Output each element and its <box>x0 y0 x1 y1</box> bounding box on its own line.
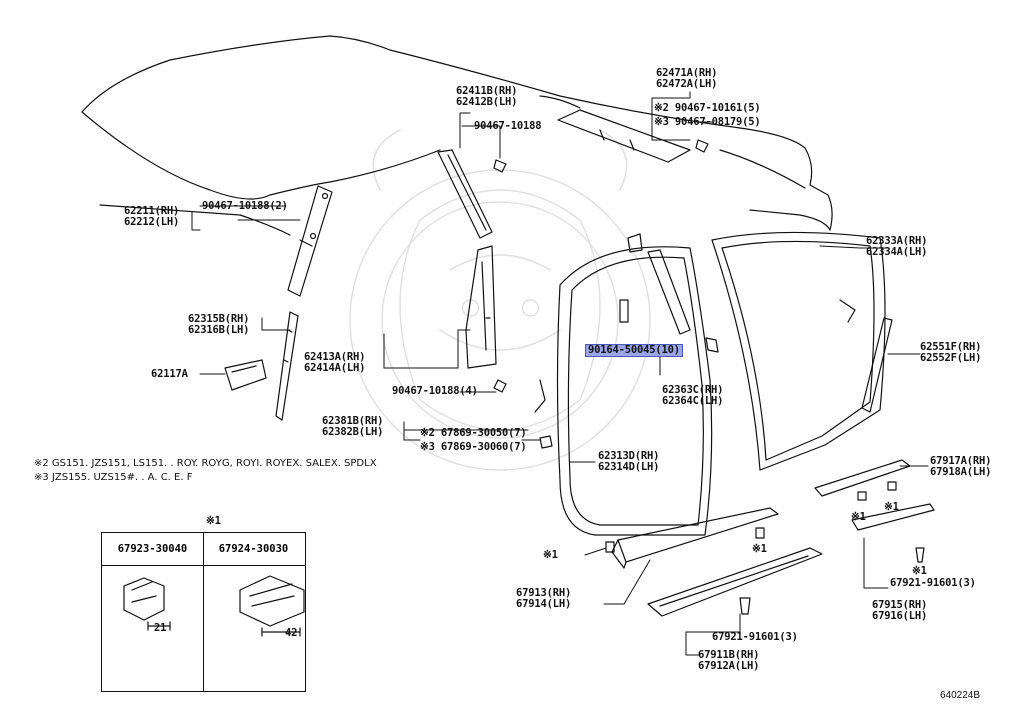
rear-door-weatherstrip <box>711 231 886 471</box>
roof-side-rail-trim <box>557 109 709 163</box>
label-67921-91601-b: 67921-91601(3) <box>890 577 976 589</box>
note-marker-star1: ※1 <box>752 543 767 555</box>
a-pillar-trim <box>287 185 333 297</box>
label-62471: 62471A(RH) 62472A(LH) <box>656 68 717 90</box>
rear-scuff-plate <box>814 459 935 531</box>
label-67869-30060: ※3 67869-30060(7) <box>420 441 527 453</box>
label-line: 62316B(LH) <box>188 324 250 336</box>
note-marker-star1: ※1 <box>543 549 558 561</box>
label-62117a: 62117A <box>151 368 188 380</box>
front-door-weatherstrip <box>534 246 713 536</box>
diagram-code: 640224B <box>940 690 981 701</box>
label-90164-50045-highlighted[interactable]: 90164-50045(10) <box>585 344 683 357</box>
part-62117-bracket <box>224 359 267 391</box>
label-line: 67911B(RH) <box>698 649 760 661</box>
label-line: 62315B(RH) <box>188 313 250 325</box>
label-line: 62314D(LH) <box>598 461 660 473</box>
leader-lines <box>191 91 929 656</box>
quarter-weatherstrip-trim <box>861 317 893 413</box>
label-line: 67918A(LH) <box>930 466 992 478</box>
label-line: 62472A(LH) <box>656 78 718 90</box>
b-pillar-lower-trim <box>465 245 507 393</box>
label-line: 62313D(RH) <box>598 450 660 462</box>
label-line: 62212(LH) <box>124 216 180 228</box>
applicability-note-3: ※3 JZS155. UZS15#. . A. C. E. F <box>34 472 193 483</box>
label-line: 62381B(RH) <box>322 415 384 427</box>
label-line: 62552F(LH) <box>920 352 982 364</box>
label-line: 67917A(RH) <box>930 455 992 467</box>
clip-dim-42: 42 <box>285 627 298 639</box>
label-67869-30050: ※2 67869-30050(7) <box>420 427 527 439</box>
label-line: 62364C(LH) <box>662 395 724 407</box>
b-pillar-upper-trim <box>437 149 507 239</box>
clip-dim-21: 21 <box>154 622 167 634</box>
car-body-outline <box>81 35 833 236</box>
label-90467-10161: ※2 90467-10161(5) <box>654 102 761 114</box>
table-title-star1: ※1 <box>206 515 221 527</box>
label-line: 62382B(LH) <box>322 426 384 438</box>
applicability-note-2: ※2 GS151. JZS151, LS151. . ROY. ROYG, RO… <box>34 458 377 469</box>
label-90467-10188-4: 90467-10188(4) <box>392 385 478 397</box>
center-pillar-garnish <box>627 233 719 353</box>
label-line: 62363C(RH) <box>662 384 724 396</box>
front-scuff-plate-lower <box>647 547 823 617</box>
label-62313: 62313D(RH) 62314D(LH) <box>598 451 659 473</box>
label-line: 62412B(LH) <box>456 96 518 108</box>
label-90467-08179: ※3 90467-08179(5) <box>654 116 761 128</box>
label-line: 62333A(RH) <box>866 235 928 247</box>
label-62333: 62333A(RH) 62334A(LH) <box>866 236 927 258</box>
label-62381: 62381B(RH) 62382B(LH) <box>322 416 383 438</box>
label-line: 67912A(LH) <box>698 660 760 672</box>
label-line: 67914(LH) <box>516 598 572 610</box>
note-marker-star1: ※1 <box>884 501 899 513</box>
label-62411: 62411B(RH) 62412B(LH) <box>456 86 517 108</box>
label-67911: 67911B(RH) 67912A(LH) <box>698 650 759 672</box>
label-line: 62551F(RH) <box>920 341 982 353</box>
label-line: 62471A(RH) <box>656 67 718 79</box>
label-67917: 67917A(RH) 67918A(LH) <box>930 456 991 478</box>
note-marker-star1: ※1 <box>912 565 927 577</box>
label-line: 67913(RH) <box>516 587 572 599</box>
clip-table-header-2: 67924-30030 <box>218 543 289 555</box>
label-line: 67915(RH) <box>872 599 928 611</box>
label-90467-10188: 90467-10188 <box>474 120 542 132</box>
label-line: 62413A(RH) <box>304 351 366 363</box>
label-line: 67916(LH) <box>872 610 928 622</box>
label-line: 62334A(LH) <box>866 246 928 258</box>
label-line: 62411B(RH) <box>456 85 518 97</box>
label-67915: 67915(RH) 67916(LH) <box>872 600 927 622</box>
clip-illustrations <box>123 575 305 637</box>
clip-fasteners <box>539 299 925 615</box>
table-divider <box>203 533 204 691</box>
label-62551: 62551F(RH) 62552F(LH) <box>920 342 981 364</box>
label-62413: 62413A(RH) 62414A(LH) <box>304 352 365 374</box>
note-marker-star1: ※1 <box>851 511 866 523</box>
label-62211: 62211(RH) 62212(LH) <box>124 206 179 228</box>
label-62315: 62315B(RH) 62316B(LH) <box>188 314 249 336</box>
label-67913: 67913(RH) 67914(LH) <box>516 588 571 610</box>
label-line: 62414A(LH) <box>304 362 366 374</box>
label-90467-10188-2: 90467-10188(2) <box>202 200 288 212</box>
a-pillar-lower-trim <box>275 311 299 421</box>
label-67921-91601-a: 67921-91601(3) <box>712 631 798 643</box>
clip-table-header-1: 67923-30040 <box>102 533 204 565</box>
watermark-emblem <box>349 129 651 471</box>
label-line: 62211(RH) <box>124 205 180 217</box>
clip-table: 67923-30040 67924-30030 <box>101 532 306 692</box>
front-scuff-plate <box>611 507 779 569</box>
label-62363: 62363C(RH) 62364C(LH) <box>662 385 723 407</box>
